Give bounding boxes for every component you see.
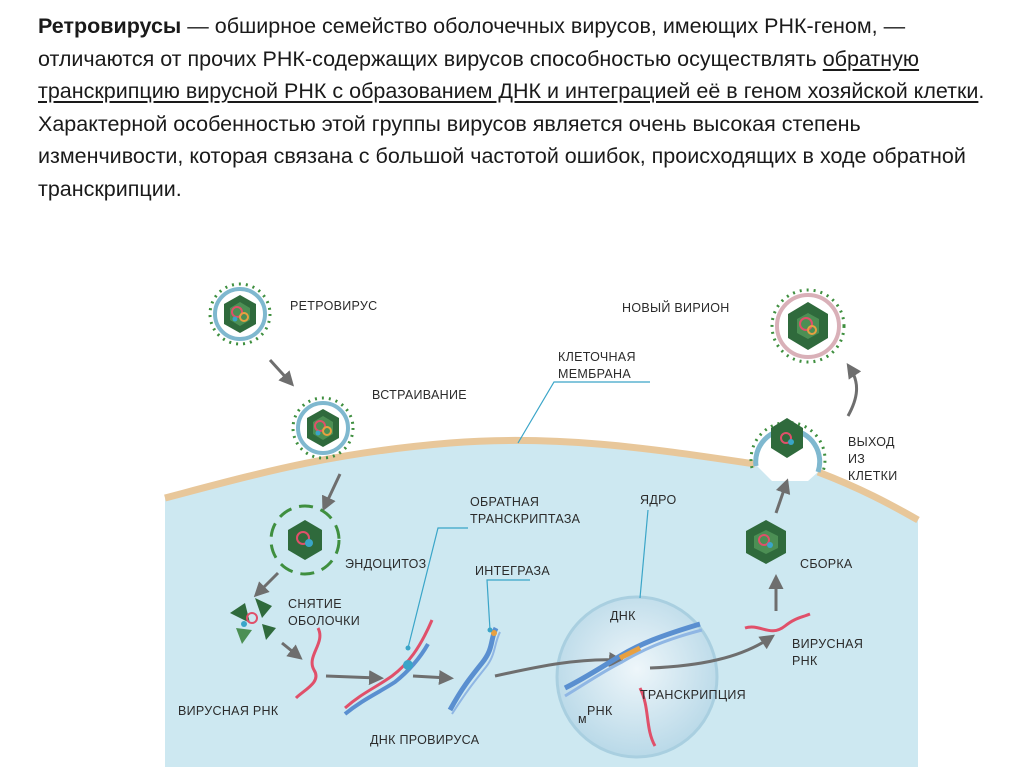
viral-rna-strand-new	[744, 612, 811, 633]
membrane-leader-line	[517, 381, 650, 444]
rt-leader-dot	[405, 645, 411, 651]
label-viral-rna-2-line1: ВИРУСНАЯ	[792, 637, 863, 651]
arrow-to-new-virion	[846, 363, 862, 417]
retrovirus-particle	[208, 282, 272, 346]
label-reverse-transcriptase-line2: ТРАНСКРИПТАЗА	[470, 512, 581, 526]
rna-dna-hybrid	[343, 619, 434, 716]
arrow-to-exit	[774, 478, 791, 514]
label-integration: ВСТРАИВАНИЕ	[372, 388, 467, 402]
assembled-capsid	[746, 520, 786, 564]
arrow-into-nucleus	[494, 652, 624, 678]
arrow-to-endocytosis	[322, 473, 342, 512]
arrow-to-uncoating	[253, 571, 280, 598]
label-exit-line3: КЛЕТКИ	[848, 469, 898, 483]
label-exit-line2: ИЗ	[848, 452, 865, 466]
label-endocytosis: ЭНДОЦИТОЗ	[345, 557, 426, 571]
arrow-out-of-nucleus	[649, 634, 775, 670]
label-exit-line1: ВЫХОД	[848, 435, 895, 449]
paragraph-definition: Ретровирусы — обширное семейство оболоче…	[38, 10, 998, 108]
cell-membrane	[164, 436, 920, 524]
arrow-to-integration	[268, 358, 295, 387]
viral-rna-strand	[294, 627, 322, 700]
integrating-virion	[291, 396, 355, 460]
term-retroviruses: Ретровирусы	[38, 14, 182, 38]
paragraph-variability: Характерной особенностью этой группы вир…	[38, 111, 966, 201]
mrna-strand	[638, 687, 657, 747]
label-uncoating-line2: ОБОЛОЧКИ	[288, 614, 360, 628]
new-virion	[770, 288, 846, 364]
cell-cytoplasm	[165, 440, 918, 767]
label-dna: ДНК	[610, 609, 636, 623]
integrase-leader-dot	[487, 627, 493, 633]
label-new-virion: НОВЫЙ ВИРИОН	[622, 300, 730, 315]
label-viral-rna: ВИРУСНАЯ РНК	[178, 704, 279, 718]
label-membrane-line1: КЛЕТОЧНАЯ	[558, 350, 636, 364]
label-nucleus: ЯДРО	[640, 493, 676, 507]
uncoating-fragments	[230, 598, 276, 644]
rt-leader-line	[407, 527, 468, 649]
label-viral-rna-2-line2: РНК	[792, 654, 818, 668]
underlined-definition: обратную транскрипцию вирусной РНК с обр…	[38, 46, 979, 104]
arrow-to-reverse-transcription	[325, 670, 384, 686]
label-transcription: ТРАНСКРИПЦИЯ	[640, 688, 746, 702]
label-assembly: СБОРКА	[800, 557, 853, 571]
label-reverse-transcriptase-line1: ОБРАТНАЯ	[470, 495, 539, 509]
provirus-dna-strand	[447, 626, 501, 715]
retrovirus-lifecycle-diagram: РЕТРОВИРУС ВСТРАИВАНИЕ КЛЕТОЧНАЯ МЕМБРАН…	[164, 282, 920, 767]
arrow-to-provirus	[412, 669, 454, 685]
label-provirus-dna: ДНК ПРОВИРУСА	[370, 733, 480, 747]
label-mrna-prefix: м	[578, 712, 587, 726]
description-text: Ретровирусы — обширное семейство оболоче…	[38, 10, 998, 205]
label-uncoating-line1: СНЯТИЕ	[288, 597, 342, 611]
label-retrovirus: РЕТРОВИРУС	[290, 299, 377, 313]
arrow-to-viral-rna	[281, 641, 303, 660]
definition-end: .	[978, 79, 985, 103]
label-integrase: ИНТЕГРАЗА	[475, 564, 550, 578]
label-mrna: РНК	[587, 704, 613, 718]
label-membrane-line2: МЕМБРАНА	[558, 367, 631, 381]
definition-text: — обширное семейство оболочечных вирусов…	[38, 14, 906, 71]
host-dna-helix	[563, 621, 703, 698]
endocytosis-vesicle	[269, 504, 341, 576]
nucleus-leader-line	[639, 509, 649, 599]
budding-virion	[749, 418, 827, 475]
integrase-leader-line	[486, 579, 530, 631]
